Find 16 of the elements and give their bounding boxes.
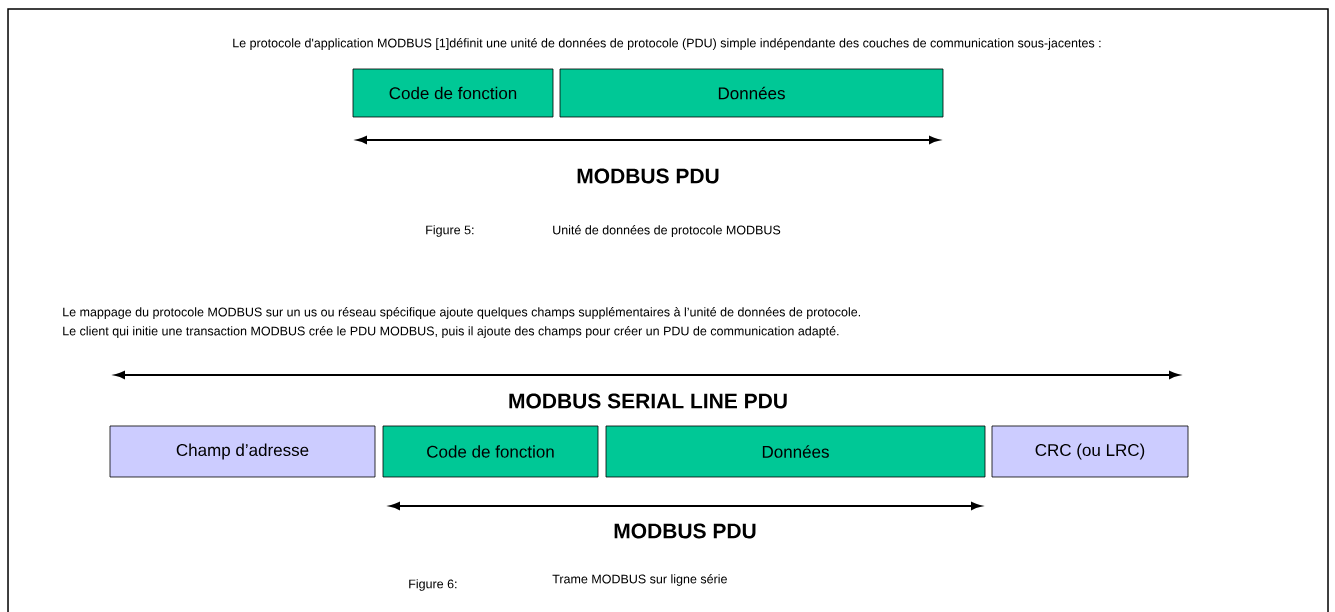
paragraph: Le client qui initie une transaction MODBUS crée le PDU MODBUS, puis il ajoute des champs pour créer un PDU de communication adapté. [63,326,839,338]
dimension-label: MODBUS SERIAL LINE PDU [509,393,787,409]
paragraph: Le protocole d'application MODBUS [1]définit une unité de données de protocole (PDU) simple indépendante des couches de communication sous-jacentes : [233,38,1101,50]
figure-number: Figure 6: [409,579,457,591]
field-box: Code de fonction [382,425,599,478]
field-box: CRC (ou LRC) [991,425,1189,478]
dimension-label: MODBUS PDU [614,523,756,539]
field-box: Données [605,425,986,478]
field-box: Code de fonction [352,68,554,118]
figure-caption: Unité de données de protocole MODBUS [553,225,781,237]
field-box: Données [559,68,944,118]
figure-number: Figure 5: [426,225,474,237]
paragraph: Le mappage du protocole MODBUS sur un us ou réseau spécifique ajoute quelques champs supplémentaires à l’unité de données de protocole. [63,307,860,319]
figure-caption: Trame MODBUS sur ligne série [552,574,727,586]
dimension-label: MODBUS PDU [577,168,719,184]
field-box: Champ d’adresse [109,425,376,478]
